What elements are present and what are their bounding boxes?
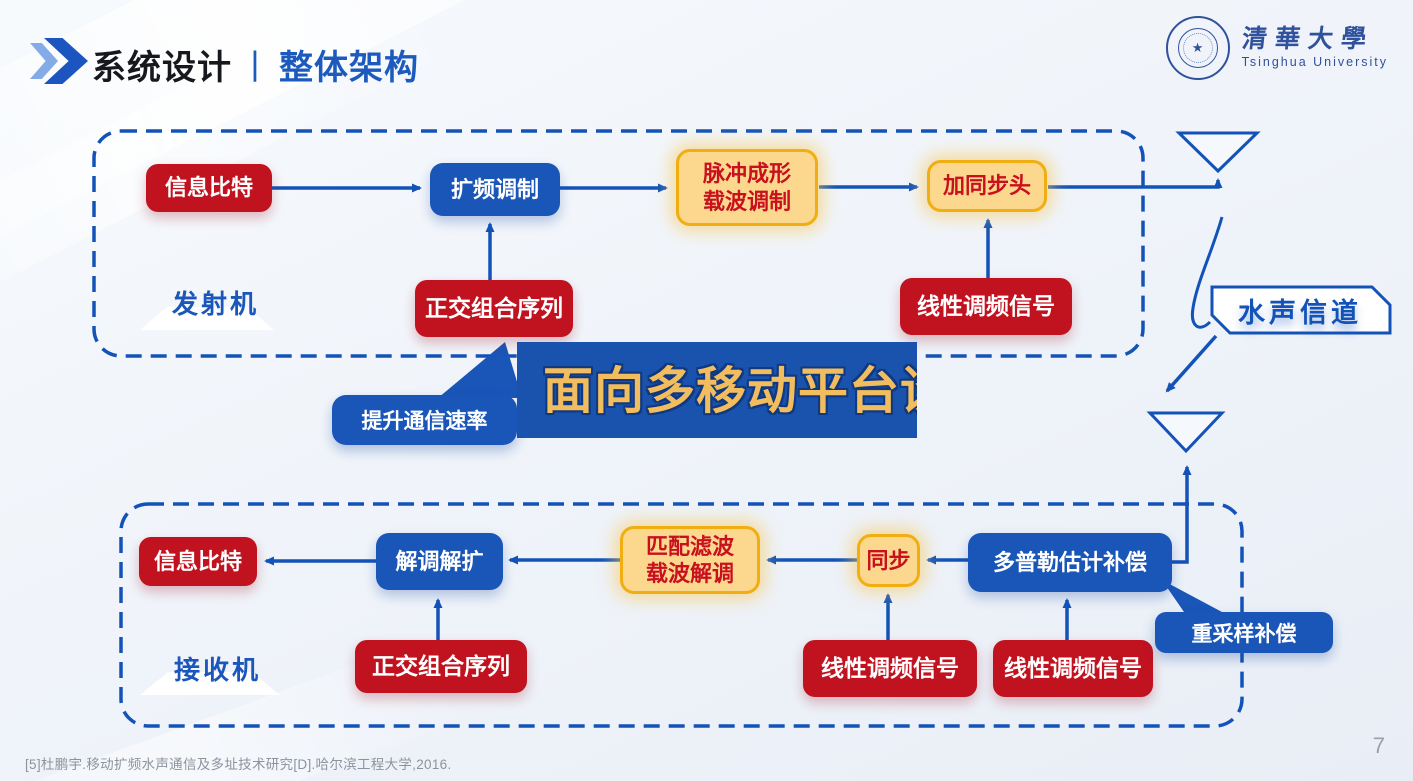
node-rx-info-bits: 信息比特 xyxy=(139,537,257,586)
node-label: 扩频调制 xyxy=(450,176,539,202)
node-tx-info-bits: 信息比特 xyxy=(146,164,272,212)
seal-inner-circle xyxy=(1177,28,1218,68)
node-label-line2: 载波解调 xyxy=(645,561,734,586)
node-rx-lfm-signal-1: 线性调频信号 xyxy=(803,640,977,697)
banner-text: 面向多移动平台设 xyxy=(543,363,917,419)
node-rx-sync: 同步 xyxy=(857,534,920,587)
resample-callout: 重采样补偿 xyxy=(1155,612,1333,653)
node-rx-doppler-compensation: 多普勒估计补偿 xyxy=(968,533,1172,592)
node-label: 信息比特 xyxy=(164,175,253,201)
node-tx-lfm-signal: 线性调频信号 xyxy=(900,278,1072,335)
node-label: 同步 xyxy=(866,547,911,573)
rate-callout-tail xyxy=(438,342,522,398)
resample-callout-tail xyxy=(1162,580,1222,612)
receiver-label: 接收机 xyxy=(174,655,262,685)
node-label: 线性调频信号 xyxy=(917,293,1055,320)
node-label: 加同步头 xyxy=(942,173,1031,199)
node-label: 正交组合序列 xyxy=(372,653,510,680)
node-label: 解调解扩 xyxy=(395,548,484,574)
receiver-dashed-box xyxy=(119,502,1244,728)
arrow-channel-to-rx-antenna xyxy=(1165,334,1218,393)
node-rx-orthogonal-sequence: 正交组合序列 xyxy=(355,640,527,693)
tsinghua-logo: 清華大學 Tsinghua University xyxy=(1165,16,1388,80)
node-label: 线性调频信号 xyxy=(1004,655,1142,682)
node-label: 线性调频信号 xyxy=(821,655,959,682)
rate-boost-callout: 提升通信速率 xyxy=(332,395,517,445)
tx-antenna-icon xyxy=(1175,131,1261,174)
node-rx-lfm-signal-2: 线性调频信号 xyxy=(993,640,1153,697)
logo-text: 清華大學 Tsinghua University xyxy=(1240,25,1388,70)
title-separator: 丨 xyxy=(238,49,273,87)
channel-label: 水声信道 xyxy=(1238,297,1362,328)
node-tx-orthogonal-sequence: 正交组合序列 xyxy=(415,280,573,337)
node-label-line2: 载波调制 xyxy=(702,188,791,214)
node-label-line1: 匹配滤波 xyxy=(645,533,734,559)
node-label: 正交组合序列 xyxy=(425,295,563,322)
page-number: 7 xyxy=(1372,733,1385,758)
node-label-line1: 脉冲成形 xyxy=(702,161,791,186)
node-tx-spread-modulation: 扩频调制 xyxy=(430,163,560,216)
tsinghua-seal-icon xyxy=(1165,16,1230,80)
node-tx-add-sync-header: 加同步头 xyxy=(927,160,1047,212)
university-name-en: Tsinghua University xyxy=(1241,55,1388,70)
line-antenna-to-doppler xyxy=(1172,465,1192,564)
node-label: 多普勒估计补偿 xyxy=(992,549,1147,575)
banner: 面向多移动平台设 xyxy=(517,342,917,438)
node-rx-matched-filter: 匹配滤波 载波解调 xyxy=(620,526,760,594)
citation: [5]杜鹏宇.移动扩频水声通信及多址技术研究[D].哈尔滨工程大学,2016. xyxy=(25,757,452,772)
double-chevron-icon xyxy=(30,38,88,84)
title-secondary: 整体架构 xyxy=(279,49,419,87)
transmitter-label: 发射机 xyxy=(172,289,260,319)
rx-antenna-icon xyxy=(1146,411,1226,454)
node-rx-demod-despread: 解调解扩 xyxy=(376,533,503,590)
channel-curve-line xyxy=(1190,216,1224,329)
node-label: 信息比特 xyxy=(153,548,242,574)
page-title: 系统设计丨整体架构 xyxy=(92,40,419,89)
title-primary: 系统设计 xyxy=(92,49,232,87)
node-tx-pulse-shaping: 脉冲成形 载波调制 xyxy=(676,149,818,226)
arrow-sync-to-antenna xyxy=(1048,178,1223,189)
channel-tag-shape xyxy=(1210,285,1392,335)
